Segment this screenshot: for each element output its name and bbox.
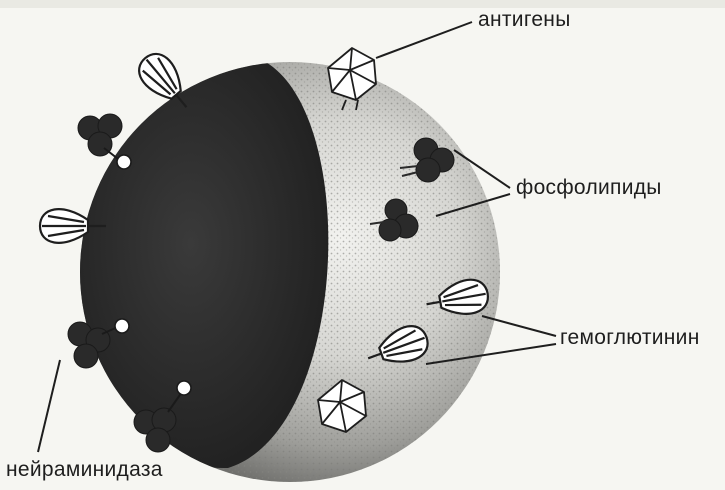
leader-hemagglutinin-1 xyxy=(482,316,556,336)
label-phospholipids: фосфолипиды xyxy=(516,176,662,200)
label-antigens: антигены xyxy=(478,8,571,32)
leader-antigens xyxy=(376,22,472,58)
phospholipid-cluster-1 xyxy=(78,114,131,169)
leader-neuraminidase xyxy=(38,360,60,452)
label-hemagglutinin: гемоглютинин xyxy=(560,326,700,350)
label-neuraminidase: нейраминидаза xyxy=(6,458,163,482)
